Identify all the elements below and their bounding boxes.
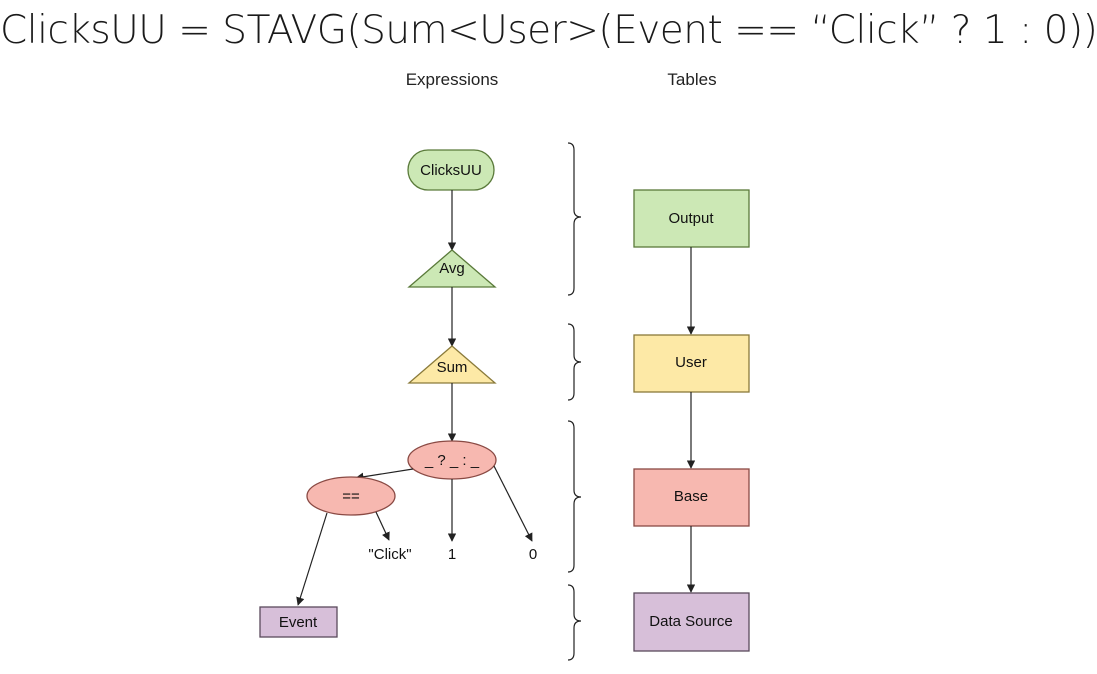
- brace-data-source: [567, 584, 582, 661]
- diagram-canvas: Expressions Tables ClicksUU Avg Sum _ ? …: [259, 70, 750, 661]
- base-table-node: Base: [633, 468, 750, 527]
- page-title: ClicksUU = STAVG(Sum<User>(Event == “Cli…: [0, 8, 1097, 53]
- edge-ternary-zero: [493, 465, 533, 542]
- user-table-node: User: [633, 334, 750, 393]
- data-source-label: Data Source: [649, 613, 732, 630]
- brace-base: [567, 420, 582, 573]
- sum-label: Sum: [437, 359, 468, 376]
- base-label: Base: [674, 488, 708, 505]
- click-literal-label: "Click": [368, 546, 411, 563]
- user-label: User: [675, 354, 707, 371]
- data-source-table-node: Data Source: [633, 592, 750, 652]
- tables-header: Tables: [667, 70, 716, 89]
- equals-node: ==: [306, 476, 396, 516]
- edge-equals-event: [296, 512, 328, 606]
- edge-equals-click: [375, 511, 390, 541]
- event-node: Event: [259, 606, 338, 638]
- edge-ternary-equals: [355, 468, 414, 481]
- expressions-header: Expressions: [406, 70, 499, 89]
- sum-node: Sum: [407, 345, 497, 384]
- ternary-node: _ ? _ : _: [407, 440, 497, 480]
- equals-label: ==: [342, 488, 360, 505]
- output-table-node: Output: [633, 189, 750, 248]
- brace-output: [567, 142, 582, 296]
- avg-node: Avg: [407, 249, 497, 288]
- output-label: Output: [668, 210, 714, 227]
- brace-user: [567, 323, 582, 401]
- event-label: Event: [279, 614, 318, 631]
- one-literal-label: 1: [448, 546, 456, 563]
- clicksuu-node: ClicksUU: [407, 149, 495, 191]
- zero-literal-label: 0: [529, 546, 537, 563]
- ternary-label: _ ? _ : _: [424, 452, 480, 469]
- avg-label: Avg: [439, 260, 465, 277]
- clicksuu-label: ClicksUU: [420, 162, 482, 179]
